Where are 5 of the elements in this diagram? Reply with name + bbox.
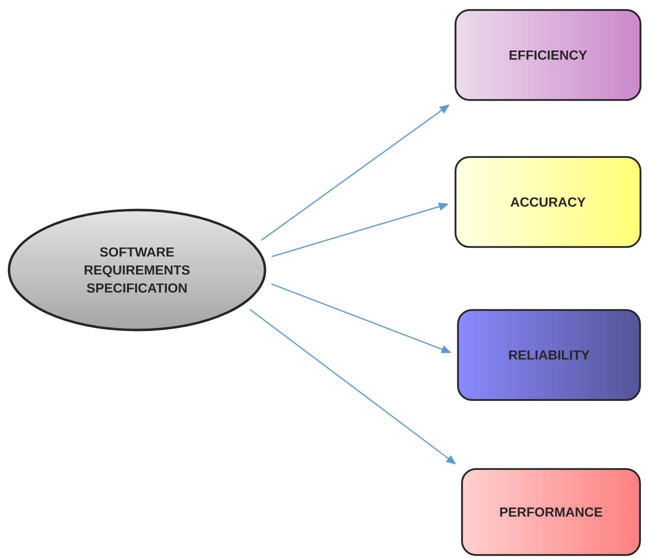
rounded-box: RELIABILITY	[457, 309, 641, 401]
ellipse-node: SOFTWARE REQUIREMENTS SPECIFICATION	[8, 208, 266, 332]
rounded-box: PERFORMANCE	[461, 468, 641, 556]
rounded-box: ACCURACY	[454, 156, 642, 248]
rounded-box: EFFICIENCY	[454, 9, 642, 101]
